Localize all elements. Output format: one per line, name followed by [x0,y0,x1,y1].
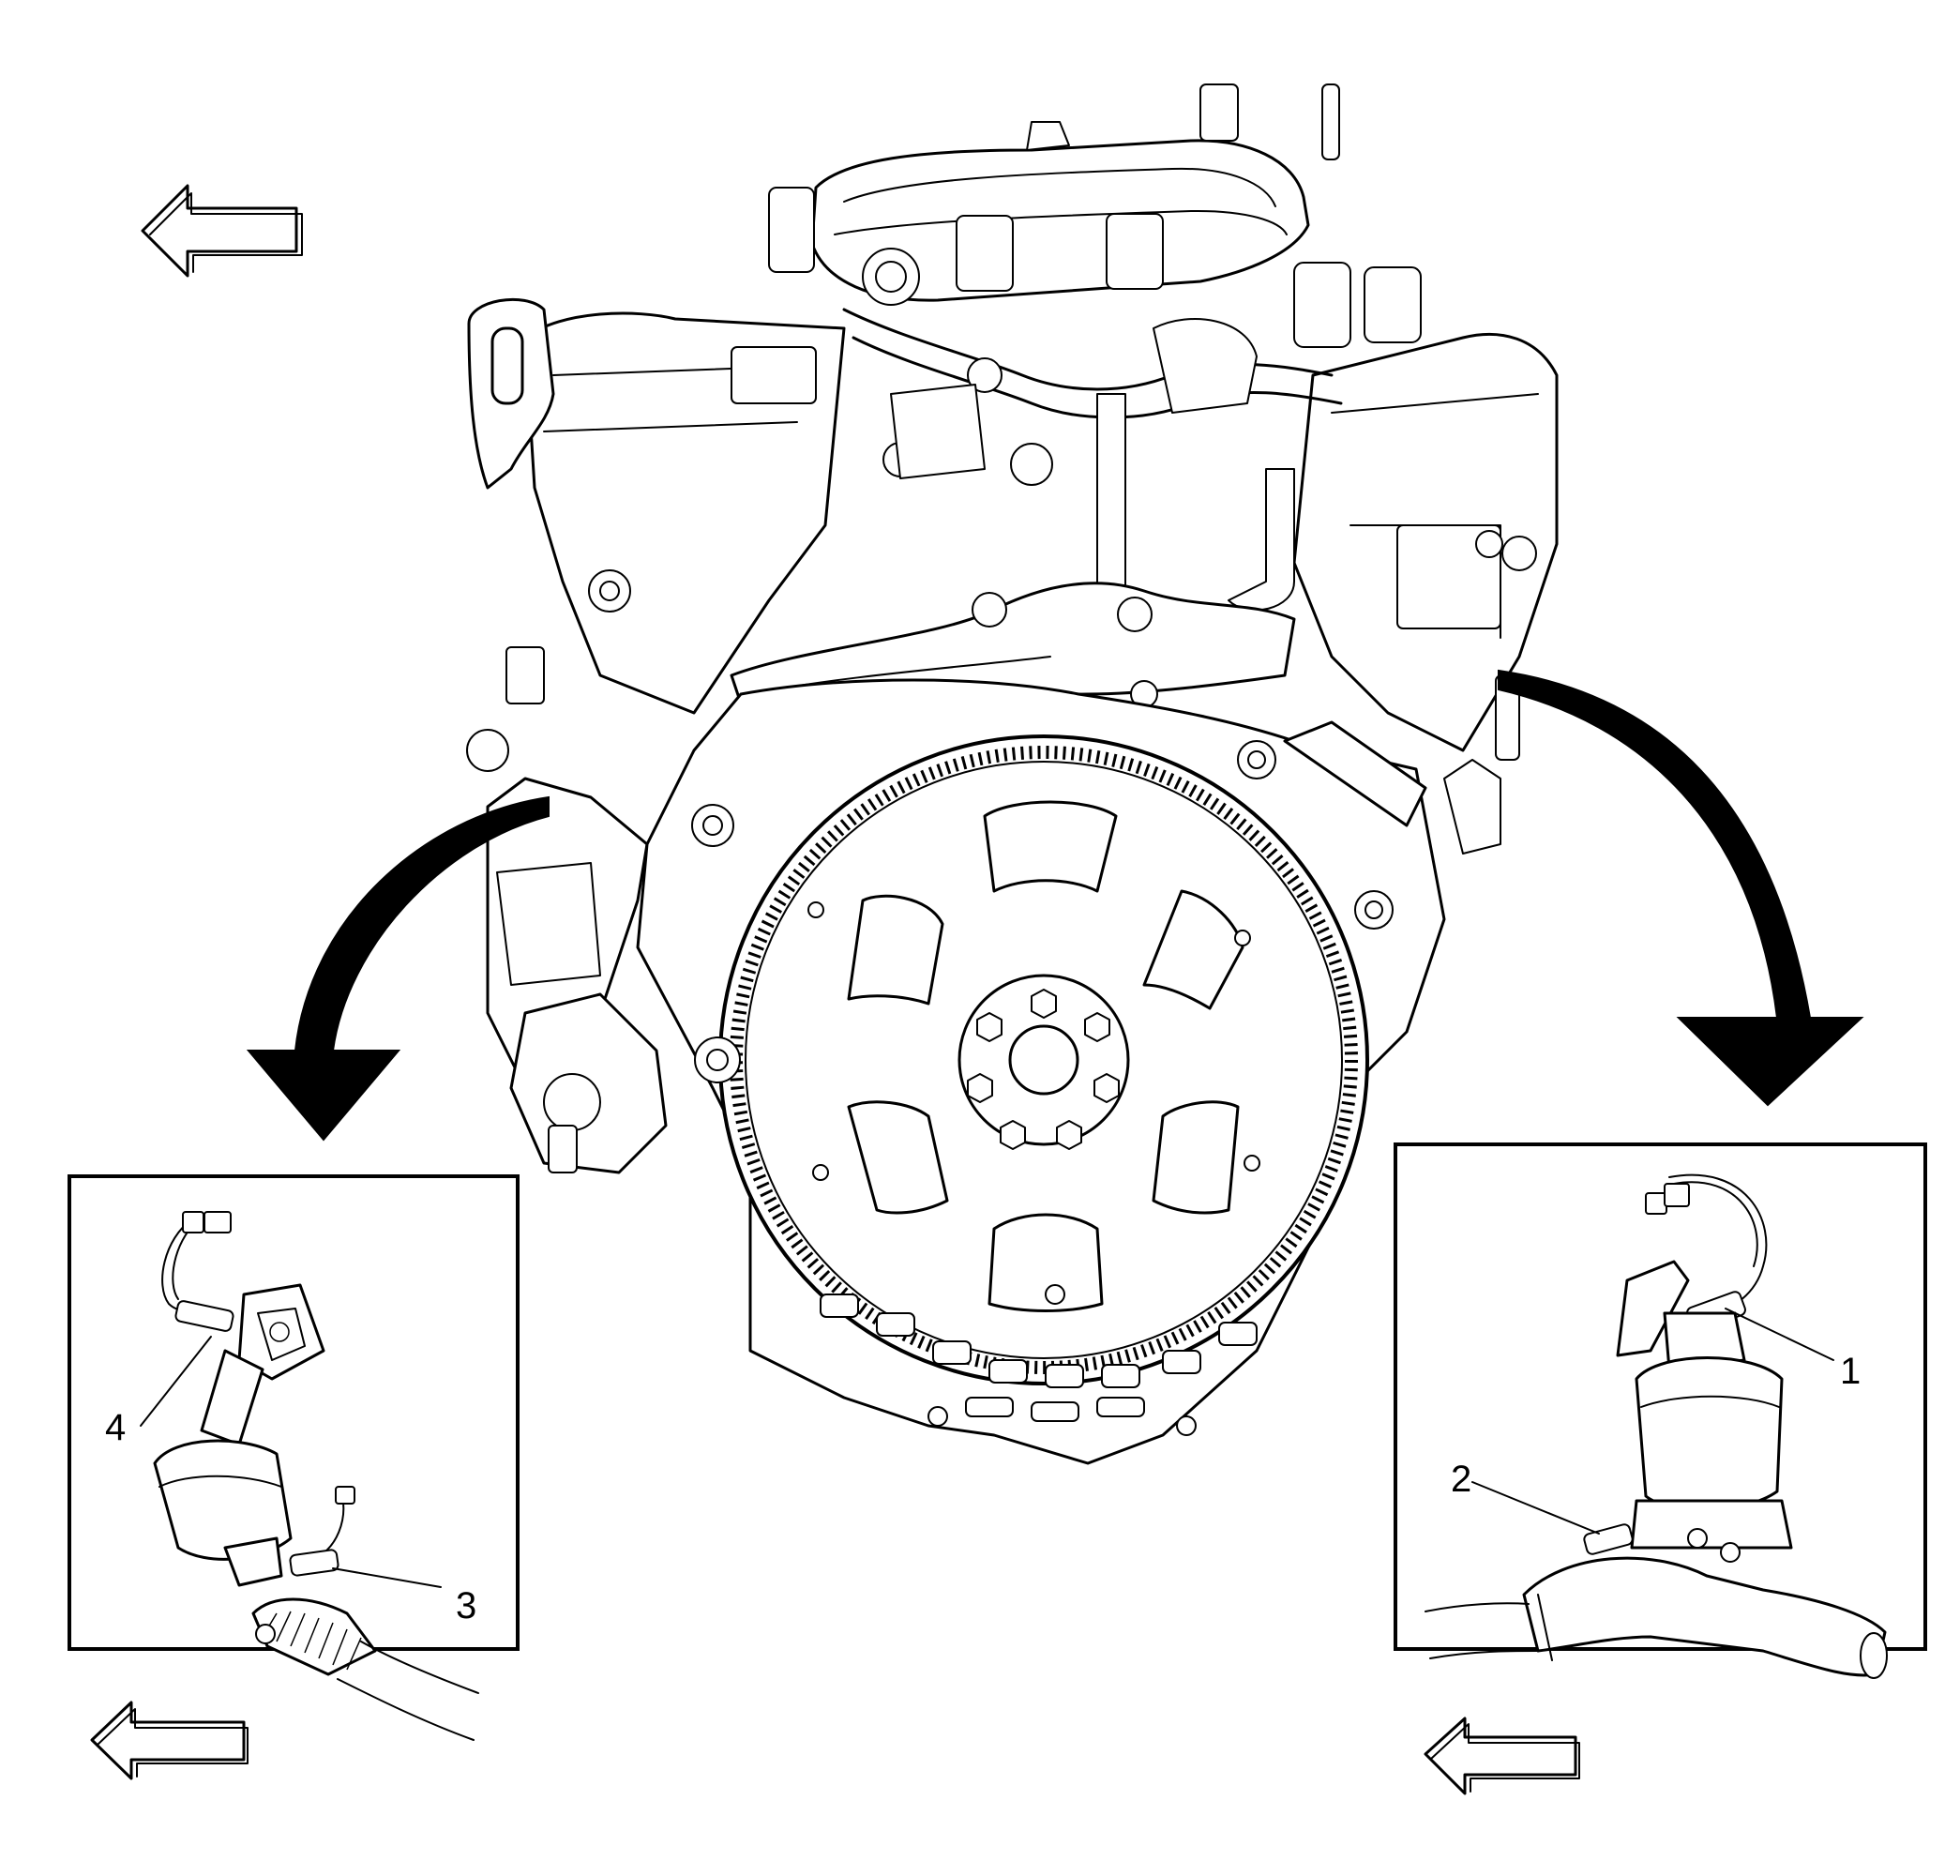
flywheel [636,678,1446,1465]
callout-4: 4 [105,1407,126,1448]
curved-arrow-icon [246,795,550,1142]
callout-3: 3 [456,1585,476,1626]
direction-arrow-icon [1424,1717,1580,1795]
direction-arrow-icon [90,1701,249,1780]
inset-right [1394,1142,1927,1795]
callout-2: 2 [1451,1459,1471,1500]
inset-left [68,1174,520,1780]
engine-illustration [466,83,1559,1174]
callout-1: 1 [1840,1351,1861,1392]
curved-arrow-icon [1498,669,1864,1107]
direction-arrow-icon [141,184,303,278]
